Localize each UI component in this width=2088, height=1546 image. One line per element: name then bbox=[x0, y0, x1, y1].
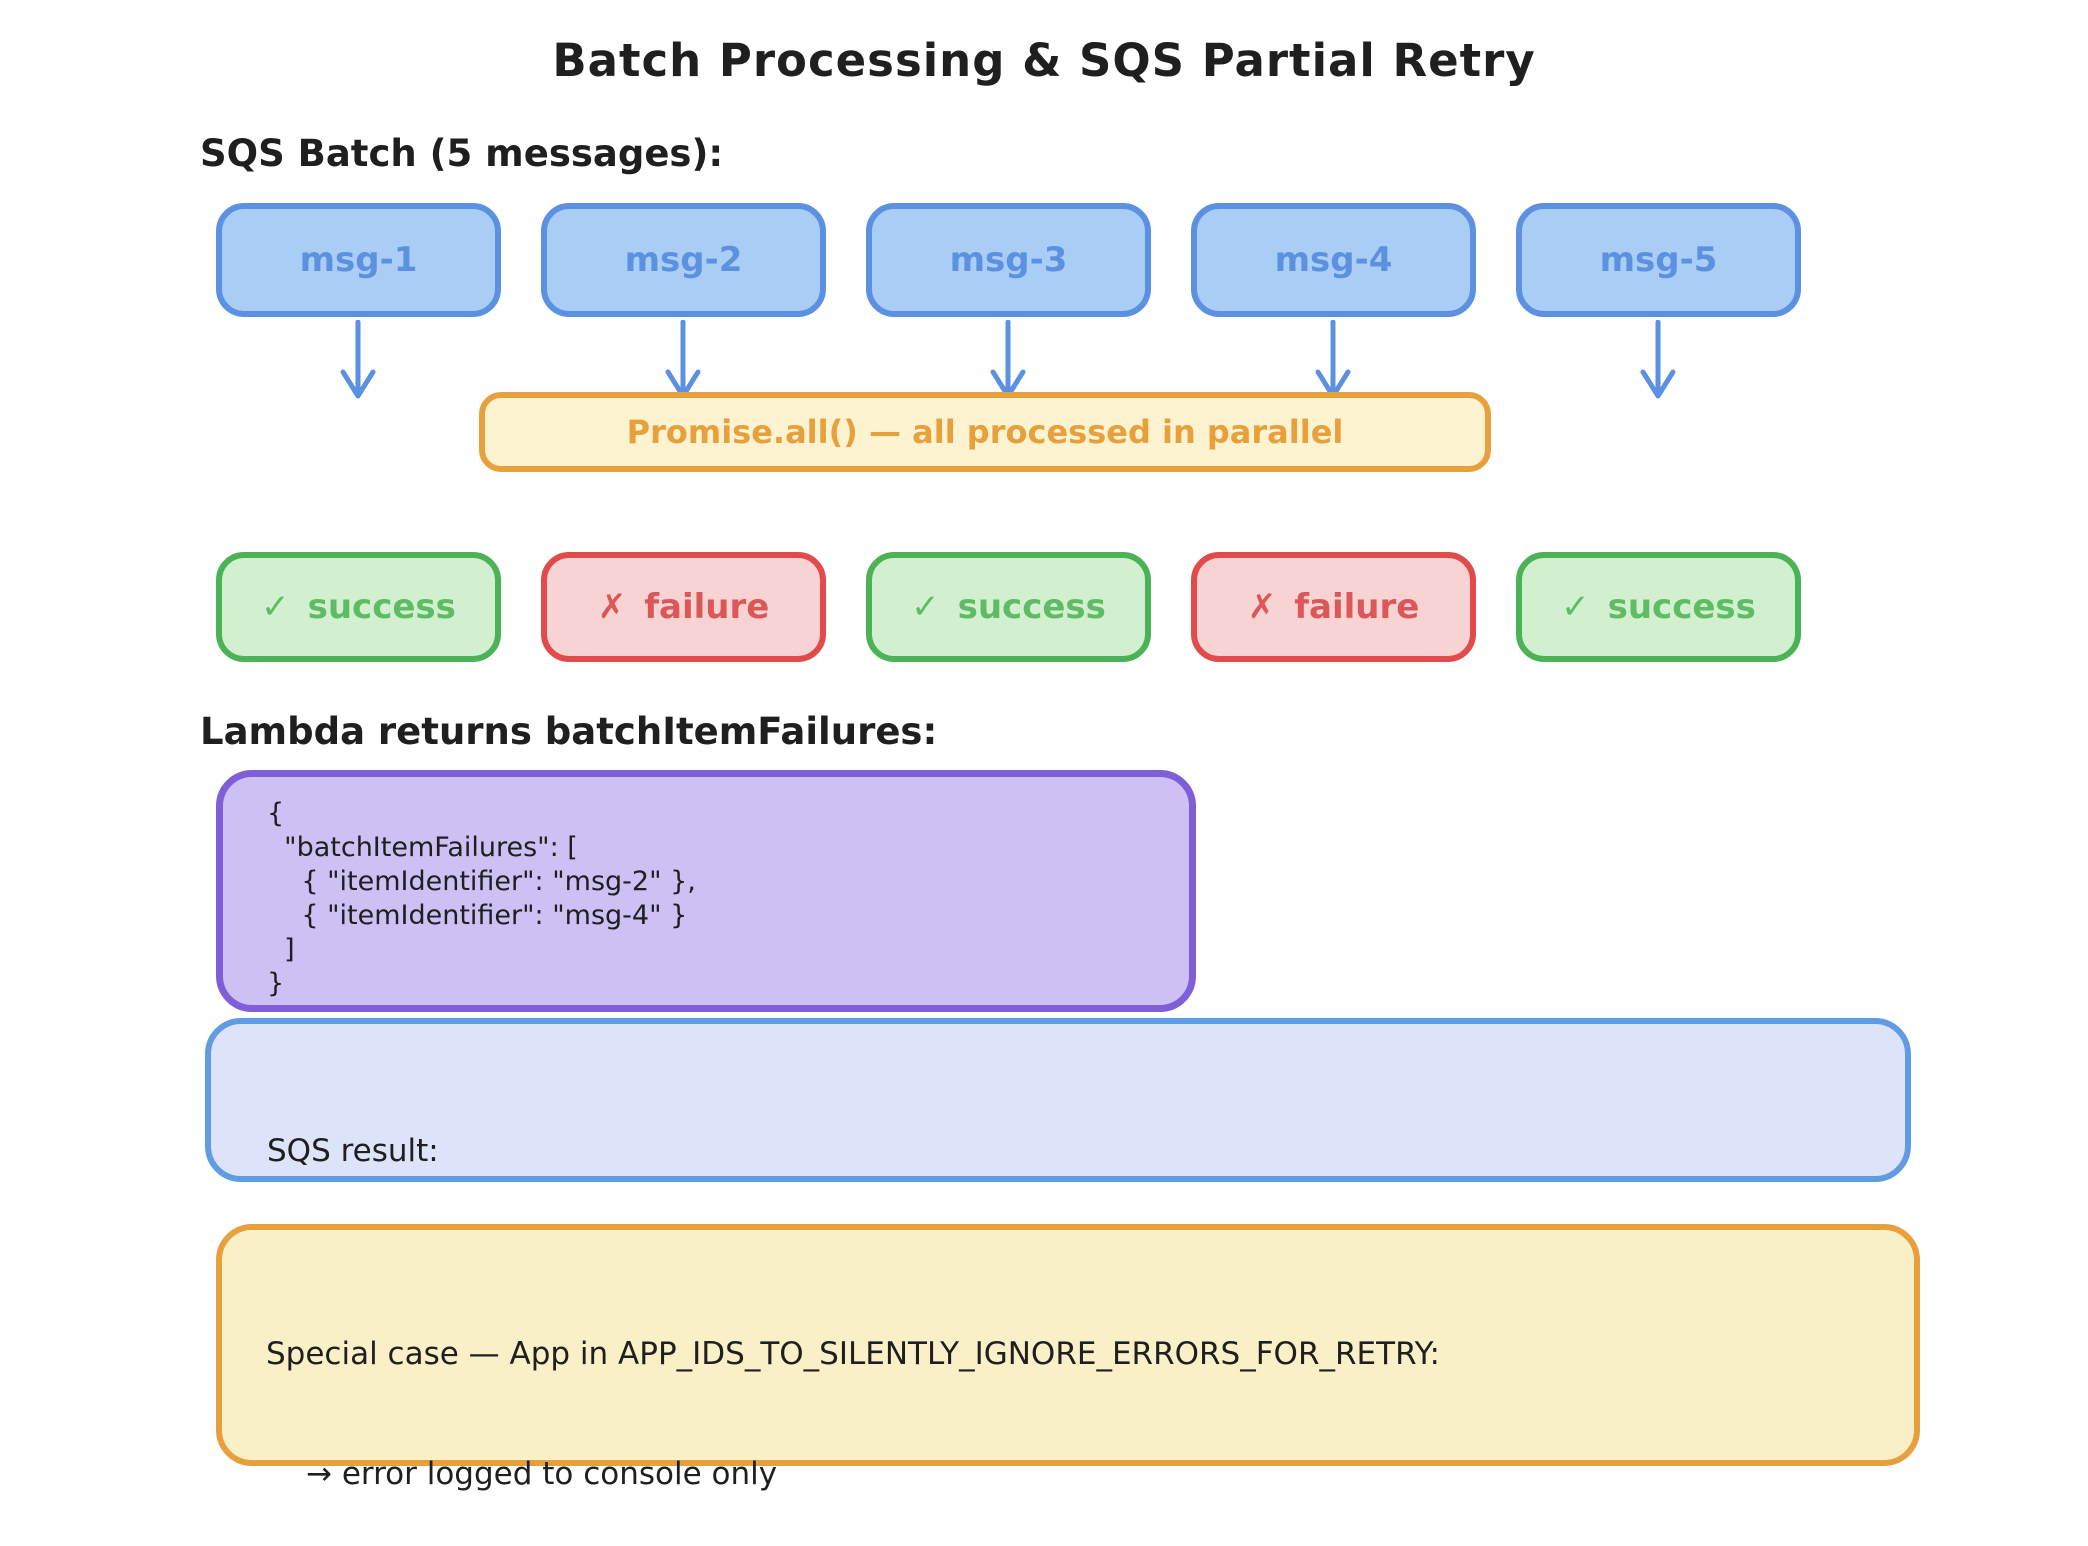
result-box-failure: ✗ failure bbox=[541, 552, 826, 662]
down-arrow-icon bbox=[990, 320, 1026, 399]
json-code: { "batchItemFailures": [ { "itemIdentifi… bbox=[267, 798, 696, 999]
result-box-success: ✓ success bbox=[866, 552, 1151, 662]
x-icon: ✗ bbox=[1247, 587, 1277, 627]
special-case-title: Special case — App in APP_IDS_TO_SILENTL… bbox=[266, 1336, 1440, 1372]
message-box-msg-5: msg-5 bbox=[1516, 203, 1801, 317]
result-label: success bbox=[1607, 587, 1756, 627]
lambda-section-label: Lambda returns batchItemFailures: bbox=[200, 710, 938, 753]
check-icon: ✓ bbox=[911, 587, 940, 627]
special-case-box: Special case — App in APP_IDS_TO_SILENTL… bbox=[216, 1224, 1920, 1492]
check-icon: ✓ bbox=[261, 587, 290, 627]
x-icon: ✗ bbox=[597, 587, 627, 627]
batch-item-failures-code-box: { "batchItemFailures": [ { "itemIdentifi… bbox=[216, 770, 1196, 1012]
message-label: msg-4 bbox=[1274, 240, 1393, 280]
message-label: msg-3 bbox=[949, 240, 1068, 280]
message-box-msg-1: msg-1 bbox=[216, 203, 501, 317]
message-box-msg-2: msg-2 bbox=[541, 203, 826, 317]
result-label: success bbox=[307, 587, 456, 627]
message-box-msg-3: msg-3 bbox=[866, 203, 1151, 317]
result-box-success: ✓ success bbox=[216, 552, 501, 662]
result-box-failure: ✗ failure bbox=[1191, 552, 1476, 662]
down-arrow-icon bbox=[1315, 320, 1351, 399]
result-label: success bbox=[957, 587, 1106, 627]
special-case-item: → error logged to console only bbox=[306, 1456, 778, 1492]
sqs-result-title: SQS result: bbox=[267, 1133, 439, 1169]
down-arrow-icon bbox=[665, 320, 701, 399]
message-label: msg-2 bbox=[624, 240, 743, 280]
message-box-msg-4: msg-4 bbox=[1191, 203, 1476, 317]
batch-section-label: SQS Batch (5 messages): bbox=[200, 132, 724, 175]
down-arrow-icon bbox=[340, 320, 376, 399]
promise-all-bar: Promise.all() — all processed in paralle… bbox=[479, 392, 1491, 472]
check-icon: ✓ bbox=[1561, 587, 1590, 627]
down-arrow-icon bbox=[1640, 320, 1676, 399]
message-label: msg-1 bbox=[299, 240, 418, 280]
promise-all-label: Promise.all() — all processed in paralle… bbox=[626, 413, 1344, 451]
page-title: Batch Processing & SQS Partial Retry bbox=[552, 34, 1536, 87]
result-label: failure bbox=[1294, 587, 1420, 627]
sqs-result-box: SQS result: msg-1, msg-3, msg-5 → delete… bbox=[205, 1018, 1911, 1421]
result-label: failure bbox=[644, 587, 770, 627]
result-box-success: ✓ success bbox=[1516, 552, 1801, 662]
message-label: msg-5 bbox=[1599, 240, 1718, 280]
